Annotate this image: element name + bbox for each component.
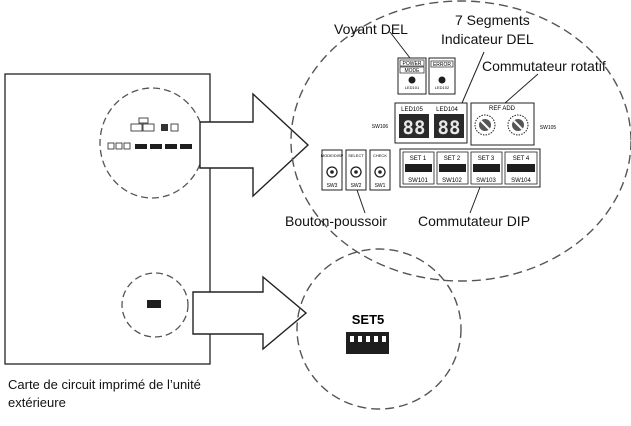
set5-mini-component [147,300,161,308]
dip-switch-sw104: SET 4 SW104 [504,151,538,185]
dip-sw101-bottom: SW101 [408,178,428,184]
push-button-block: MODE/DISP SW3 SELECT SW2 CHECK SW1 [321,149,391,191]
push-button-sw3-bottom: SW3 [327,183,338,189]
dip-sw102-top: SET 2 [444,156,461,162]
label-commutateur-rotatif: Commutateur rotatif [482,58,606,74]
push-button-sw1 [369,149,391,191]
leader-voyant-del [389,31,411,59]
rotary-header-label: REF ADD [489,106,516,112]
push-button-sw3 [321,149,343,191]
led-102 [438,76,446,84]
leader-dip [469,186,481,214]
set5-label: SET5 [352,312,385,327]
leader-rotary [504,73,539,104]
seg-display-right [434,114,464,138]
zoom-arrow-bottom [192,275,308,351]
seg-display-left [399,114,429,138]
push-button-sw3-top: MODE/DISP [321,153,344,158]
dip-sw104-top: SET 4 [513,156,530,162]
big-zoom-circle-top [290,0,631,282]
seg-digits-right: 88 [438,117,461,139]
seg-digits-left: 88 [403,117,426,139]
dip-switch-sw101: SET 1 SW101 [402,151,435,185]
led-mode-label: MODE [405,68,421,74]
dip-sw104-bottom: SW104 [511,178,531,184]
mini-board-components [107,117,192,150]
dip-sw103-bottom: SW103 [476,178,496,184]
led-power-label: POWER [403,61,422,67]
rotary-side-label: SW105 [540,125,557,131]
led-101 [408,76,416,84]
dip-switch-sw102: SET 2 SW102 [436,151,469,185]
seg-side-label: SW106 [372,124,389,130]
rotary-switch-2 [507,114,529,136]
zoom-arrow-top [199,92,310,198]
set5-dip-switch [346,332,389,354]
small-zoom-circle-top [99,87,205,199]
dip-sw103-top: SET 3 [478,156,495,162]
push-button-sw1-top: CHECK [373,153,387,158]
push-button-sw1-bottom: SW1 [375,183,386,189]
leader-push-button [356,189,366,214]
rotary-switch-1 [474,114,496,136]
led-101-label: LED101 [405,85,420,90]
big-zoom-circle-bottom [296,248,462,410]
dip-switch-block: SET 1 SW101 SET 2 SW102 SET 3 SW103 SET … [399,148,541,188]
led-102-label: LED102 [435,85,450,90]
label-seven-segments-line1: 7 Segments [455,12,530,28]
pcb-outline [4,73,211,365]
push-button-sw2-bottom: SW2 [351,183,362,189]
label-seven-segments-line2: Indicateur DEL [441,31,534,47]
dip-sw101-top: SET 1 [410,156,427,162]
leader-seven-segments [461,51,485,104]
caption-line-1: Carte de circuit imprimé de l’unité [8,377,201,392]
seg-led104-label: LED104 [436,107,458,113]
rotary-switch-block: REF ADD SW105 [470,102,557,146]
small-zoom-circle-bottom [121,272,189,338]
led-error-label: ERROR [433,62,451,68]
dip-switch-sw103: SET 3 SW103 [470,151,503,185]
label-bouton-poussoir: Bouton-poussoir [285,213,387,229]
seven-segment-block: LED105 LED104 88 88 SW106 [372,102,468,144]
led-indicator-block: POWER MODE LED101 ERROR LED102 [397,57,456,95]
label-voyant-del: Voyant DEL [334,21,408,37]
label-commutateur-dip: Commutateur DIP [418,213,531,229]
dip-sw102-bottom: SW102 [442,178,462,184]
seg-led105-label: LED105 [401,107,423,113]
push-button-sw2-top: SELECT [348,153,364,158]
push-button-sw2 [345,149,367,191]
caption-line-2: extérieure [8,395,66,410]
